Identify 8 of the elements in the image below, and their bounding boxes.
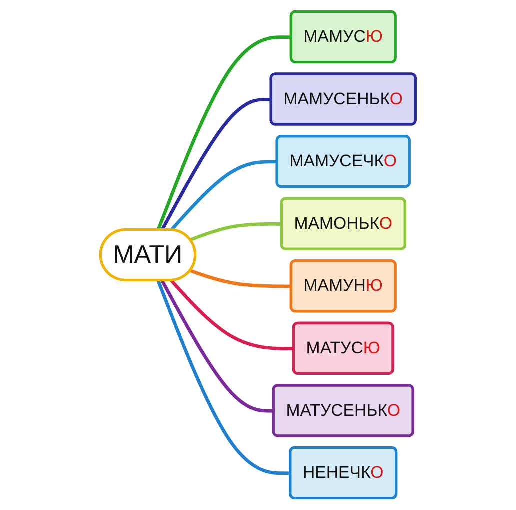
connector xyxy=(190,269,292,288)
connector xyxy=(156,280,291,476)
connector xyxy=(190,222,282,242)
connector xyxy=(170,160,278,232)
connector xyxy=(170,280,294,351)
connector xyxy=(156,36,292,231)
connector xyxy=(160,98,272,231)
connector xyxy=(160,280,274,413)
